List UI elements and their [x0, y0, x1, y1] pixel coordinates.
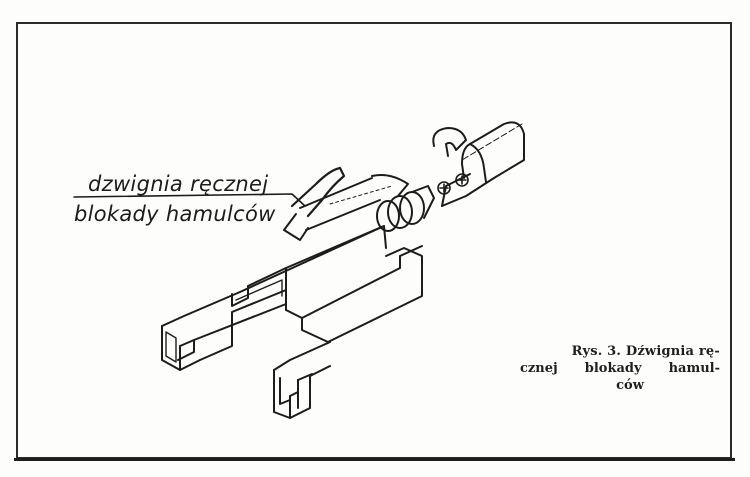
cylinder-housing — [441, 121, 525, 207]
axis-line — [461, 123, 523, 161]
left-rail-slot — [165, 331, 177, 363]
coupling-rings — [376, 185, 435, 232]
caption-line-3: ców — [616, 378, 644, 393]
lever-shaft — [299, 174, 409, 231]
figure-caption: Rys. 3. Dźwignia rę- cznej blokady hamul… — [520, 343, 720, 394]
caption-line-1: Rys. 3. Dźwignia rę- — [571, 344, 720, 359]
middle-channel-rail — [231, 225, 423, 343]
caption-line-2: cznej blokady hamul- — [520, 361, 720, 376]
hand-lever — [290, 166, 346, 218]
left-channel-rail — [161, 225, 385, 371]
callout-leader-line — [73, 193, 306, 207]
figure-frame-base-rule — [14, 458, 735, 461]
right-channel-rail — [273, 341, 331, 419]
housing-bolts — [437, 173, 469, 195]
middle-rail-inner-lip — [235, 279, 283, 301]
callout-label-line-2: blokady hamulców — [74, 202, 276, 226]
callout-label-line-1: dzwignia ręcznej — [88, 172, 269, 196]
housing-hook — [432, 127, 467, 157]
